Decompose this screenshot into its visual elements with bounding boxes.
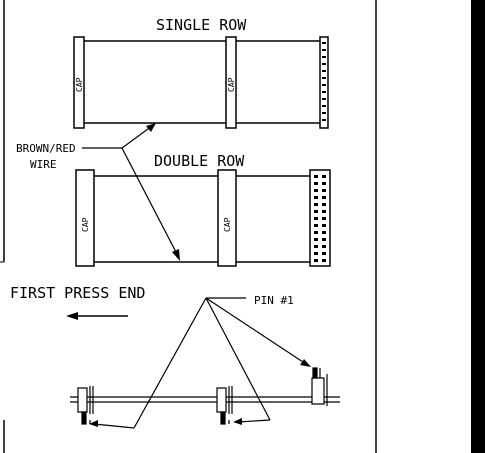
wire-label: WIRE xyxy=(30,158,57,171)
double-row-cap-middle-label: CAP xyxy=(223,217,232,232)
side-view-cable xyxy=(70,396,340,403)
double-row-cap-left xyxy=(75,169,95,267)
single-row-cap-middle-label: CAP xyxy=(227,77,236,92)
pin1-arrowheads xyxy=(89,359,311,427)
pin1-label: PIN #1 xyxy=(254,294,294,307)
double-row-label: DOUBLE ROW xyxy=(154,152,245,170)
brown-red-label: BROWN/RED xyxy=(16,142,76,155)
double-row-cable xyxy=(75,169,331,267)
single-row-cap-middle xyxy=(225,36,237,129)
double-row-cap-middle xyxy=(217,169,237,267)
single-row-cap-left xyxy=(73,36,85,129)
side-view-connector-right xyxy=(311,367,328,406)
single-row-connector xyxy=(319,36,329,129)
first-press-end-arrow xyxy=(66,312,128,320)
brown-red-leader-lines xyxy=(82,125,179,257)
single-row-connector-pins xyxy=(322,42,326,121)
brown-red-arrowheads xyxy=(146,123,180,261)
single-row-label: SINGLE ROW xyxy=(156,16,247,34)
single-row-cap-left-label: CAP xyxy=(75,77,84,92)
single-row-cable xyxy=(73,36,329,129)
double-row-connector xyxy=(309,169,331,267)
side-view-connector-left xyxy=(77,386,94,425)
side-view-connector-middle xyxy=(216,386,233,425)
double-row-connector-pins xyxy=(314,175,326,262)
double-row-cap-left-label: CAP xyxy=(81,217,90,232)
first-press-end-label: FIRST PRESS END xyxy=(10,284,145,302)
pin1-leader-lines xyxy=(93,297,307,429)
